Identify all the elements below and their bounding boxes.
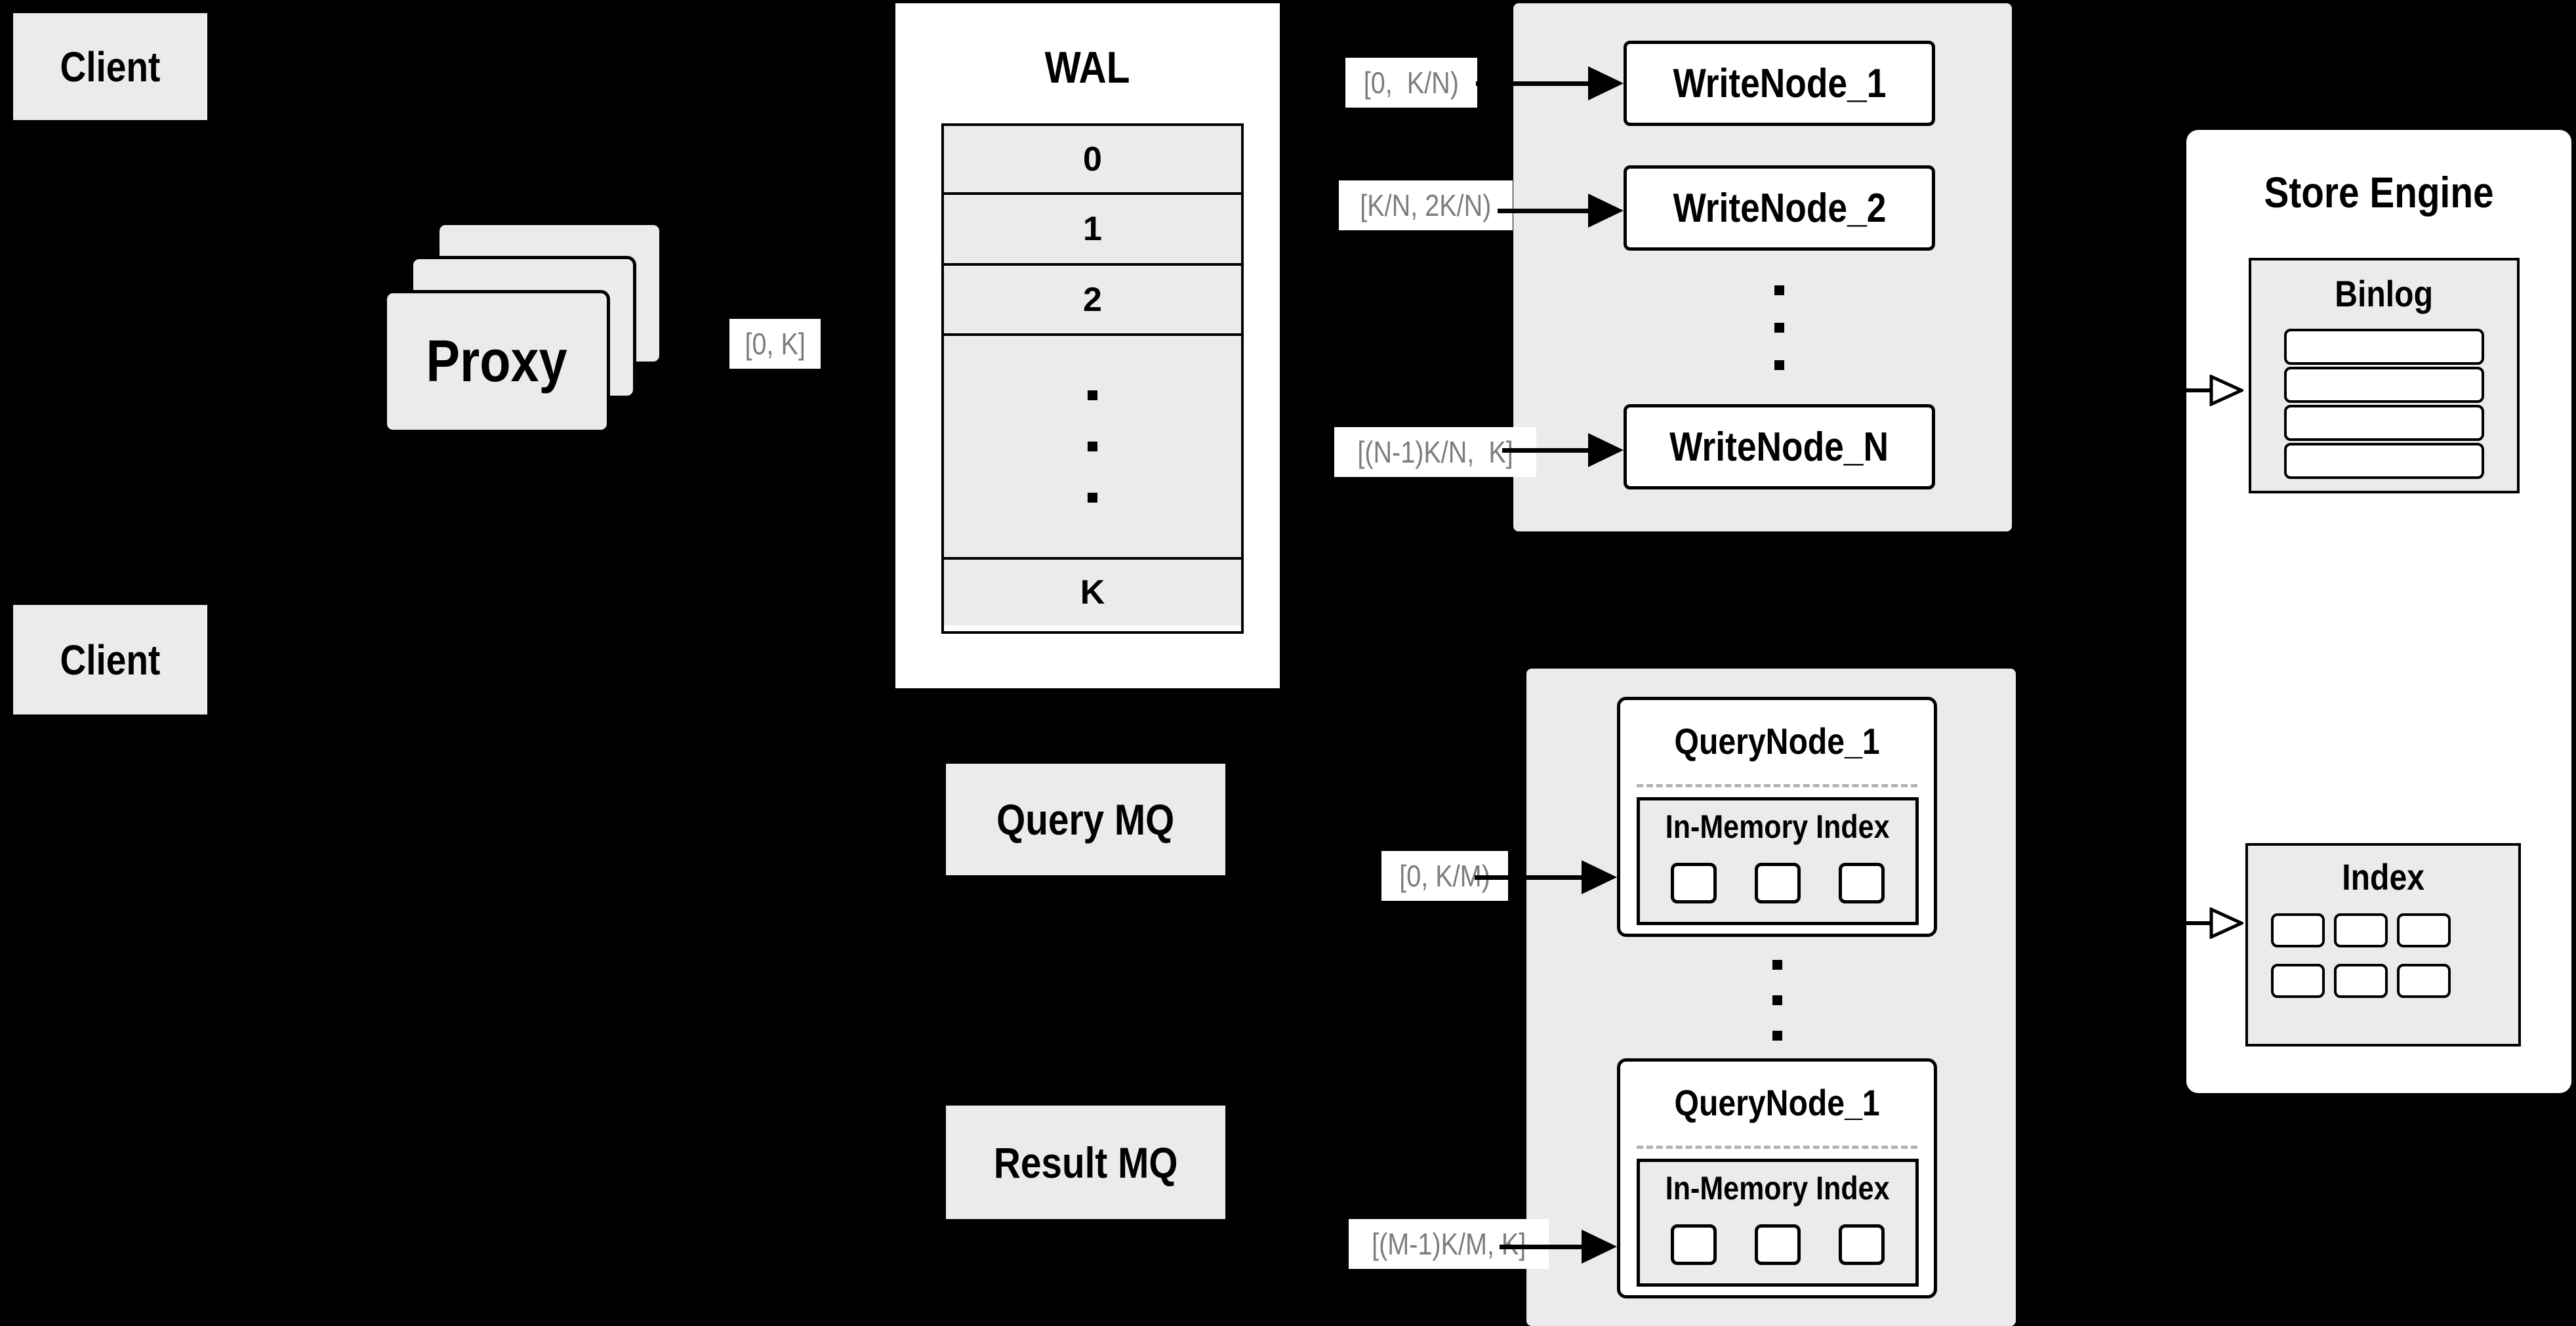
arrow-line xyxy=(1502,448,1588,453)
proxy-card-front: Proxy xyxy=(384,290,610,433)
memory-segments xyxy=(1640,863,1915,903)
wal-segment-table: 0 1 2 K xyxy=(941,123,1244,634)
index-title: Index xyxy=(2342,856,2424,898)
write-node-box: WriteNode_1 xyxy=(1624,41,1935,126)
binlog-rows xyxy=(2284,329,2484,479)
memory-segment-cell xyxy=(1839,1224,1885,1265)
vertical-ellipsis-icon xyxy=(1772,960,1782,1041)
index-box: Index xyxy=(2245,843,2521,1046)
index-cell xyxy=(2334,964,2388,998)
client-label: Client xyxy=(60,43,161,91)
in-memory-index-title: In-Memory Index xyxy=(1666,1170,1890,1207)
arrow-head-icon xyxy=(1582,860,1617,894)
index-cell xyxy=(2271,913,2325,947)
binlog-row xyxy=(2284,443,2484,479)
store-engine-title: Store Engine xyxy=(2264,168,2494,217)
arrow-head-icon xyxy=(1588,66,1624,100)
range-label-proxy-wal: [0, K] xyxy=(729,319,821,369)
dashed-divider xyxy=(1637,784,1917,787)
query-node-box: QueryNode_1 In-Memory Index xyxy=(1617,1058,1937,1298)
hollow-arrow-head-icon xyxy=(2209,375,2243,406)
in-memory-index-box: In-Memory Index xyxy=(1637,1159,1919,1287)
range-label-writenode-1: [0, K/N) xyxy=(1345,58,1477,108)
write-node-box: WriteNode_2 xyxy=(1624,165,1935,251)
vertical-ellipsis-icon xyxy=(1774,285,1784,370)
in-memory-index-title: In-Memory Index xyxy=(1666,808,1890,845)
wal-segment-row: K xyxy=(944,560,1241,625)
binlog-box: Binlog xyxy=(2249,258,2520,493)
write-node-box: WriteNode_N xyxy=(1624,404,1935,489)
client-label: Client xyxy=(60,636,161,684)
dashed-divider xyxy=(1637,1146,1917,1149)
vertical-ellipsis-icon xyxy=(1088,390,1097,503)
memory-segment-cell xyxy=(1839,863,1885,903)
query-mq-box: Query MQ xyxy=(946,764,1225,875)
store-engine-panel: Store Engine Binlog Index xyxy=(2186,130,2571,1093)
arrow-line xyxy=(2135,921,2211,925)
binlog-row xyxy=(2284,329,2484,365)
client-box-top: Client xyxy=(13,13,207,120)
memory-segment-cell xyxy=(1671,863,1717,903)
arrow-line xyxy=(1500,1245,1582,1249)
memory-segments xyxy=(1640,1224,1915,1265)
arrow-line xyxy=(1476,81,1588,86)
arrow-head-icon xyxy=(1588,194,1624,228)
index-cell xyxy=(2334,913,2388,947)
range-label-writenode-2: [K/N, 2K/N) xyxy=(1339,180,1513,230)
wal-segment-row: 2 xyxy=(944,266,1241,336)
hollow-arrow-head-icon xyxy=(2209,907,2243,939)
wal-segment-row: 0 xyxy=(944,126,1241,195)
memory-segment-cell xyxy=(1755,863,1801,903)
wal-panel: WAL 0 1 2 K xyxy=(895,3,1280,688)
arrow-line xyxy=(2135,388,2211,392)
query-node-title: QueryNode_1 xyxy=(1674,720,1880,762)
range-label-querynode-bottom: [(M-1)K/M, K] xyxy=(1349,1219,1549,1269)
arrow-head-icon xyxy=(1582,1230,1617,1264)
wal-title: WAL xyxy=(1045,43,1130,93)
index-cell xyxy=(2397,913,2451,947)
in-memory-index-box: In-Memory Index xyxy=(1637,797,1919,925)
index-cell xyxy=(2271,964,2325,998)
arrow-line xyxy=(1475,875,1582,880)
memory-segment-cell xyxy=(1671,1224,1717,1265)
client-box-bottom: Client xyxy=(13,605,207,715)
proxy-label: Proxy xyxy=(426,328,568,394)
binlog-row xyxy=(2284,367,2484,403)
arrow-head-icon xyxy=(1588,433,1624,467)
memory-segment-cell xyxy=(1755,1224,1801,1265)
index-cell xyxy=(2397,964,2451,998)
query-node-group: QueryNode_1 In-Memory Index QueryNode_1 xyxy=(1526,669,2016,1326)
arrow-line xyxy=(1498,209,1588,213)
range-label-writenode-n: [(N-1)K/N, K] xyxy=(1334,427,1537,477)
wal-ellipsis-row xyxy=(944,336,1241,560)
result-mq-box: Result MQ xyxy=(946,1106,1225,1219)
query-node-box: QueryNode_1 In-Memory Index xyxy=(1617,697,1937,937)
binlog-row xyxy=(2284,405,2484,441)
binlog-title: Binlog xyxy=(2335,272,2434,314)
wal-segment-row: 1 xyxy=(944,195,1241,266)
query-node-title: QueryNode_1 xyxy=(1674,1082,1880,1123)
